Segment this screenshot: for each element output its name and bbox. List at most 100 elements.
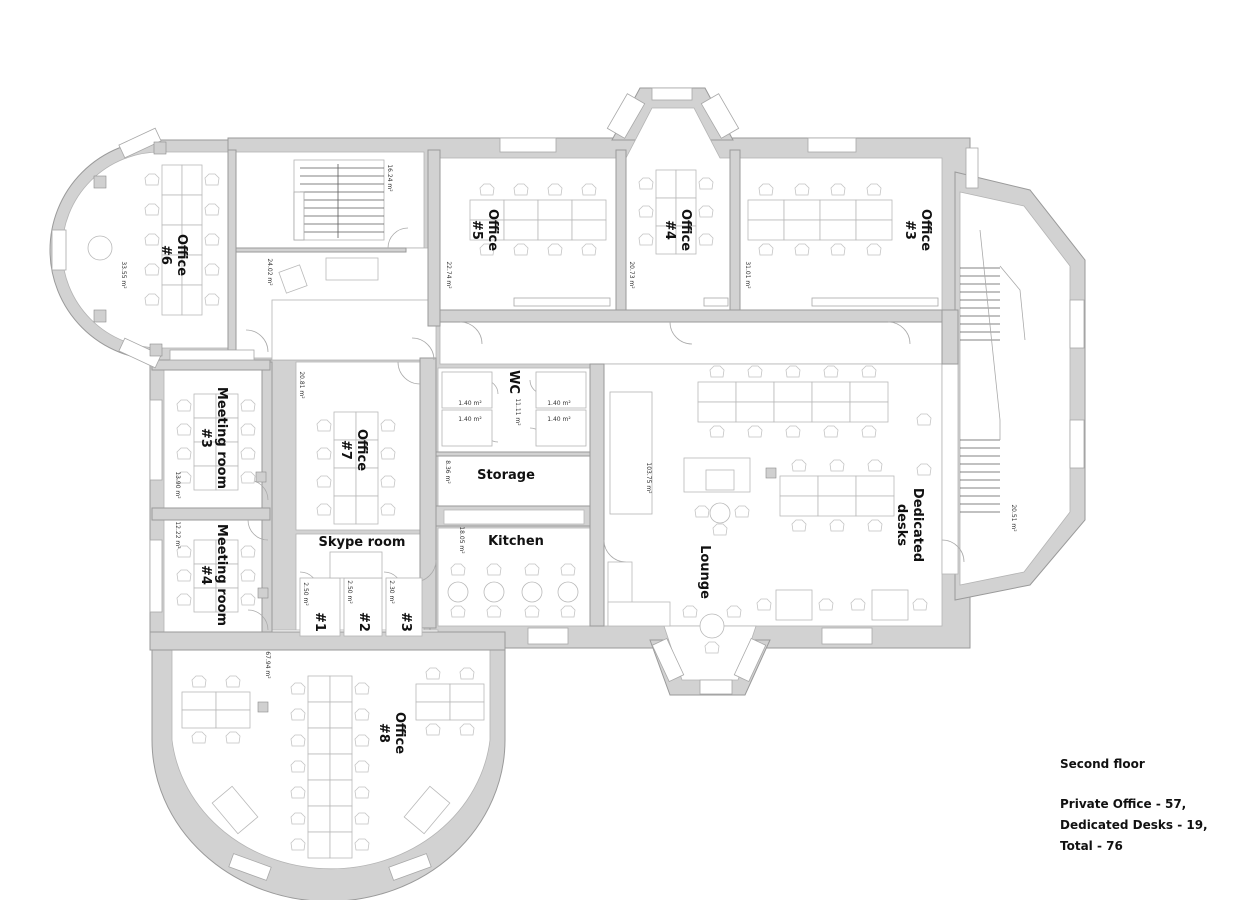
desk: [181, 709, 217, 729]
desk: [193, 539, 217, 565]
svg-text:desks: desks: [894, 504, 909, 547]
office-8-area: 67.94 m²: [264, 651, 271, 679]
office-4-label: Office #4: [662, 209, 693, 251]
desk: [735, 401, 775, 423]
door-swing: [459, 321, 483, 345]
desk: [333, 467, 357, 497]
round-table: [483, 581, 505, 603]
window: [388, 853, 432, 881]
window: [699, 679, 733, 695]
chair: [354, 812, 370, 825]
chair: [818, 598, 834, 611]
svg-text:Office: Office: [485, 209, 500, 251]
chair: [638, 233, 654, 246]
round-table: [521, 581, 543, 603]
svg-text:#3: #3: [398, 612, 413, 632]
skype-booth-3-label: #3: [398, 612, 413, 632]
column: [257, 701, 269, 713]
desk: [403, 785, 451, 835]
skype-room-label: Skype room: [319, 535, 406, 550]
svg-text:#3: #3: [198, 428, 213, 448]
chair: [513, 243, 529, 256]
chair: [240, 569, 256, 582]
chair: [829, 459, 845, 472]
chair: [354, 838, 370, 851]
lounge-service-box: [609, 391, 653, 515]
room-labels: Office #6 Office #5 Office #4 Office #3 …: [158, 209, 933, 754]
chair: [290, 786, 306, 799]
desk: [747, 199, 785, 221]
desk: [307, 753, 331, 781]
office-6-area: 33.55 m²: [120, 261, 127, 289]
chair: [354, 760, 370, 773]
east-tower-floor: [959, 191, 1071, 586]
partition: [729, 149, 741, 313]
meeting-room-4-label: Meeting room #4: [198, 524, 229, 626]
chair: [912, 598, 928, 611]
radiator: [811, 297, 939, 307]
chair: [712, 523, 728, 536]
wc-label: WC: [506, 370, 521, 394]
chair: [450, 605, 466, 618]
chair: [380, 447, 396, 460]
stair-top-area: 16.24 m²: [386, 164, 393, 192]
desk: [503, 199, 539, 221]
chair: [823, 425, 839, 438]
partition: [151, 359, 271, 371]
chair: [861, 365, 877, 378]
column: [255, 471, 267, 483]
chair: [354, 786, 370, 799]
chair: [144, 293, 160, 306]
chair: [581, 243, 597, 256]
lounge-east: [941, 363, 959, 575]
chair: [354, 734, 370, 747]
desk: [355, 467, 379, 497]
chair: [758, 183, 774, 196]
chair: [830, 243, 846, 256]
desk: [307, 701, 331, 729]
desk: [819, 219, 857, 241]
chair: [176, 569, 192, 582]
skype-booth-1-label: #1: [312, 612, 327, 632]
furniture: [87, 164, 939, 859]
svg-text:#3: #3: [902, 220, 917, 240]
chair: [709, 365, 725, 378]
desk: [675, 169, 697, 199]
round-table: [557, 581, 579, 603]
wc-cubicle: [441, 409, 493, 447]
chair: [726, 605, 742, 618]
door-swing: [247, 609, 269, 631]
chair: [425, 667, 441, 680]
desk: [333, 495, 357, 525]
window: [149, 399, 163, 481]
kitchen-area: 18.05 m²: [458, 526, 465, 554]
desk: [537, 199, 573, 221]
desk: [537, 219, 573, 241]
chair: [459, 723, 475, 736]
svg-text:Meeting room: Meeting room: [214, 524, 229, 626]
desk: [181, 194, 203, 226]
chair: [450, 563, 466, 576]
columns: [93, 141, 777, 713]
chair: [290, 708, 306, 721]
desk: [571, 219, 607, 241]
chair: [176, 399, 192, 412]
desk: [181, 691, 217, 711]
desk: [215, 587, 239, 613]
corridor-top-area: 24.02 m²: [266, 258, 273, 286]
column: [153, 141, 167, 155]
chair: [380, 419, 396, 432]
chair: [709, 425, 725, 438]
chair: [486, 605, 502, 618]
window: [733, 637, 767, 683]
desk: [855, 199, 893, 221]
chair: [459, 667, 475, 680]
desk: [329, 753, 353, 781]
area-labels: 33.55 m² 16.24 m² 24.02 m² 22.74 m² 20.7…: [120, 164, 1017, 679]
desk: [161, 164, 183, 196]
lounge-area: 103.75 m²: [645, 462, 652, 494]
column: [93, 175, 107, 189]
chair: [791, 519, 807, 532]
chair: [191, 675, 207, 688]
